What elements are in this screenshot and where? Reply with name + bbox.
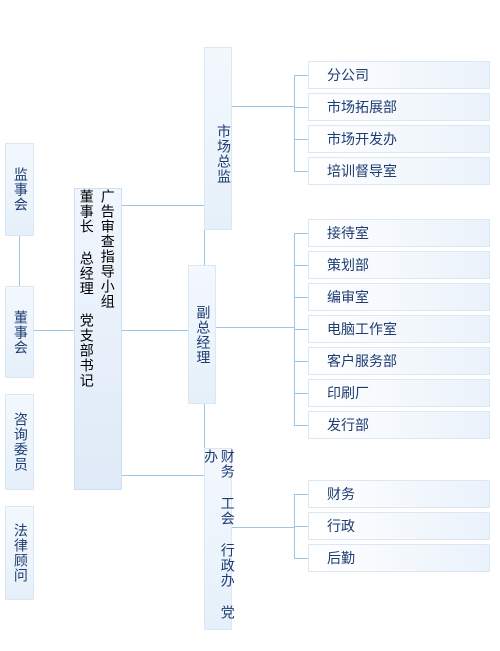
market-director-label: 市场总监 bbox=[215, 123, 231, 184]
supervisory-board-label: 监事会 bbox=[11, 167, 28, 212]
deputy-gm-label: 副总经理 bbox=[194, 304, 211, 365]
finance-tick-2 bbox=[294, 526, 308, 527]
market-tick-4 bbox=[294, 171, 308, 172]
deputy-unit: 接待室 bbox=[308, 219, 490, 247]
finance-tick-1 bbox=[294, 494, 308, 495]
deputy-unit: 策划部 bbox=[308, 251, 490, 279]
finance-tick-3 bbox=[294, 558, 308, 559]
finance-unit: 后勤 bbox=[308, 544, 490, 572]
deputy-unit: 客户服务部 bbox=[308, 347, 490, 375]
finance-unit: 行政 bbox=[308, 512, 490, 540]
chair-to-deputy-connector bbox=[122, 330, 188, 331]
market-tick-3 bbox=[294, 139, 308, 140]
board-box: 董事会 bbox=[5, 286, 34, 378]
deputy-branch-connector bbox=[216, 327, 294, 328]
market-unit: 市场开发办 bbox=[308, 125, 490, 153]
advisory-label: 咨询委员 bbox=[11, 412, 28, 472]
deputy-tick-2 bbox=[294, 265, 308, 266]
deputy-unit: 发行部 bbox=[308, 411, 490, 439]
market-unit: 市场拓展部 bbox=[308, 93, 490, 121]
advisory-box: 咨询委员 bbox=[5, 394, 34, 490]
managers-vertical-connector bbox=[204, 230, 205, 265]
chairman-box: 董事长 总经理 党支部书记 广告审查指导小组 bbox=[74, 188, 122, 490]
finance-union-box: 财务 工会 行政办 党办 bbox=[202, 448, 235, 630]
deputy-unit: 编审室 bbox=[308, 283, 490, 311]
deputy-tick-7 bbox=[294, 425, 308, 426]
market-tick-1 bbox=[294, 75, 308, 76]
deputy-gm-box: 副总经理 bbox=[188, 265, 216, 404]
market-bracket bbox=[294, 75, 295, 171]
finance-unit: 财务 bbox=[308, 480, 490, 508]
chairman-title: 董事长 总经理 党支部书记 bbox=[77, 189, 94, 388]
finance-union-label: 财务 工会 行政办 党办 bbox=[202, 449, 235, 620]
board-label: 董事会 bbox=[11, 309, 28, 355]
market-unit: 分公司 bbox=[308, 61, 490, 89]
deputy-tick-5 bbox=[294, 361, 308, 362]
left-vertical-connector bbox=[19, 236, 20, 286]
market-tick-2 bbox=[294, 107, 308, 108]
market-unit: 培训督导室 bbox=[308, 157, 490, 185]
deputy-tick-3 bbox=[294, 297, 308, 298]
board-to-chair-connector bbox=[34, 330, 74, 331]
supervisory-board-box: 监事会 bbox=[5, 143, 34, 236]
ad-review-group: 广告审查指导小组 bbox=[98, 189, 115, 309]
deputy-tick-1 bbox=[294, 233, 308, 234]
market-director-box: 市场总监 bbox=[204, 47, 232, 230]
chair-to-finance-connector bbox=[122, 475, 204, 476]
market-branch-connector bbox=[232, 106, 294, 107]
legal-box: 法律顾问 bbox=[5, 506, 34, 600]
deputy-tick-6 bbox=[294, 393, 308, 394]
managers-vertical-connector-lower bbox=[204, 404, 205, 448]
deputy-unit: 印刷厂 bbox=[308, 379, 490, 407]
legal-label: 法律顾问 bbox=[11, 523, 28, 583]
finance-branch-connector bbox=[232, 527, 294, 528]
deputy-unit: 电脑工作室 bbox=[308, 315, 490, 343]
chair-to-market-connector bbox=[122, 205, 204, 206]
deputy-tick-4 bbox=[294, 329, 308, 330]
